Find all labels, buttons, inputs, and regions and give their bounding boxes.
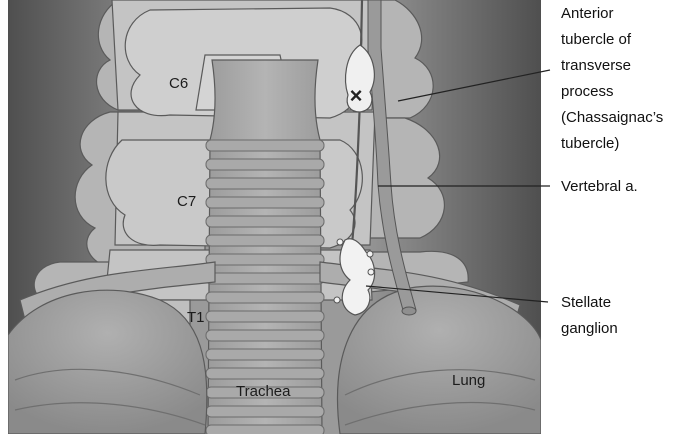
tracheal-ring [206,140,324,151]
tracheal-ring [206,406,324,417]
label-trachea: Trachea [236,383,291,400]
tracheal-ring [206,349,324,360]
injection-site-marker: × [350,83,363,108]
vertebral-artery-end [402,307,416,315]
callout-vertebral-artery: Vertebral a. [561,178,638,195]
callout-line: transverse [561,57,631,74]
trachea-rings [206,60,324,434]
tracheal-ring [206,330,324,341]
tracheal-ring [206,235,324,246]
tracheal-ring [206,159,324,170]
label-t1: T1 [187,309,205,326]
tracheal-ring [206,368,324,379]
label-lung: Lung [452,372,485,389]
tracheal-ring [206,292,324,303]
callout-line: Anterior [561,5,614,22]
callout-line: ganglion [561,320,618,337]
callout-line: (Chassaignac’s [561,109,663,126]
left-lung [8,290,207,434]
tracheal-ring [206,273,324,284]
callout-stellate-ganglion: Stellate ganglion [561,294,618,337]
callout-line: process [561,83,614,100]
label-c7: C7 [177,193,196,210]
tracheal-ring [206,216,324,227]
callout-line: Vertebral a. [561,178,638,195]
tracheal-ring [206,425,324,434]
tracheal-ring [206,311,324,322]
callout-line: tubercle) [561,135,619,152]
callout-line: Stellate [561,294,611,311]
tracheal-ring [206,254,324,265]
tracheal-ring [206,197,324,208]
label-c6: C6 [169,75,188,92]
callout-line: tubercle of [561,31,632,48]
callout-anterior-tubercle: Anterior tubercle of transverse process … [561,5,663,152]
tracheal-ring [206,178,324,189]
